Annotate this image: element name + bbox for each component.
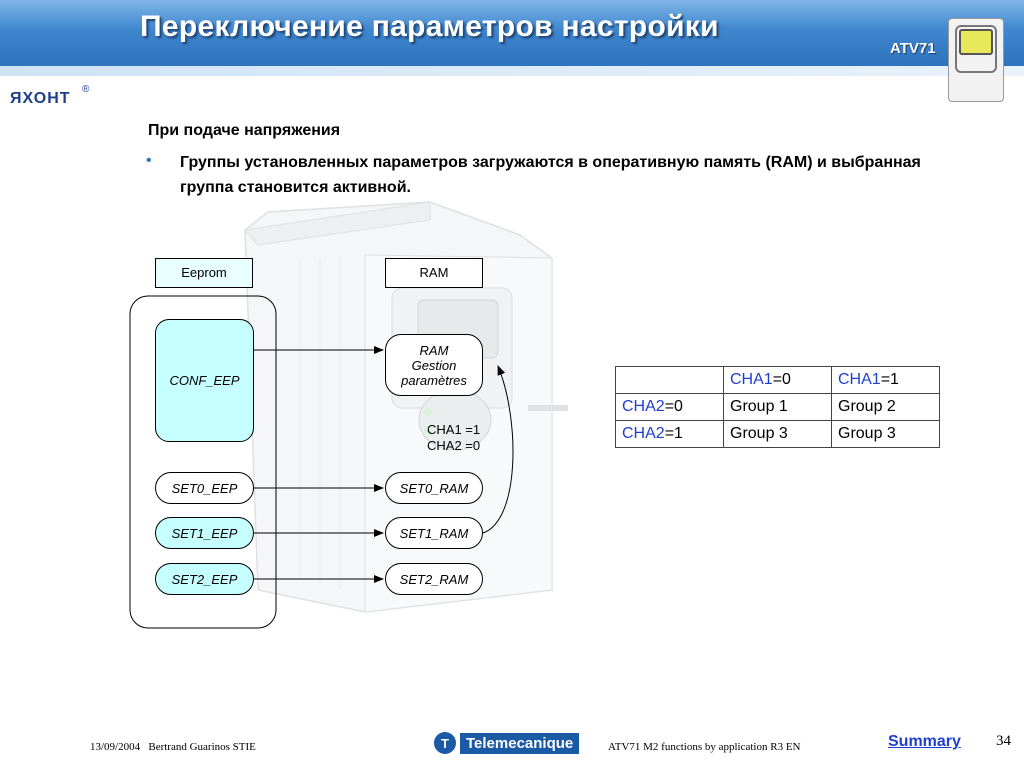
page-number: 34 [996,733,1011,749]
cha-note-line: CHA1 =1 [427,422,481,437]
table-header-cell: CHA1=0 [723,366,832,394]
eeprom-container [129,295,277,629]
table-cell: Group 2 [831,393,940,421]
cha2-var: CHA2 [622,398,665,415]
telemecanique-name: Telemecanique [460,732,580,754]
eeprom-label-box: Eeprom [155,258,253,288]
set1-ram-label: SET1_RAM [399,525,469,541]
bullet-text: Группы установленных параметров загружаю… [180,154,921,196]
set2-ram-box: SET2_RAM [385,563,483,595]
cha1-val: =1 [880,371,899,388]
cha-note-line: CHA2 =0 [427,438,481,453]
section-heading: При подаче напряжения [148,122,341,139]
drive-bezel [955,25,997,73]
eeprom-label: Eeprom [181,265,227,280]
table-cell: Group 3 [723,420,832,448]
title-banner: Переключение параметров настройки [0,0,1024,66]
conf-eep-label: CONF_EEP [169,373,240,388]
set0-eep-box: SET0_EEP [155,472,254,504]
set1-eep-label: SET1_EEP [171,525,238,541]
cha1-var: CHA1 [730,371,773,388]
table-cell: Group 3 [831,420,940,448]
set0-eep-label: SET0_EEP [171,480,238,496]
bullet-icon: • [146,152,152,169]
cha-note: CHA1 =1 CHA2 =0 [427,422,480,454]
group-table: CHA1=0 CHA1=1 CHA2=0 Group 1 Group 2 CHA… [615,366,940,448]
model-label: ATV71 [890,40,936,57]
telemecanique-logo: T Telemecanique [434,731,580,755]
drive-thumbnail-icon [948,18,1004,102]
ram-gestion-box: RAM Gestion paramètres [385,334,483,396]
set0-ram-box: SET0_RAM [385,472,483,504]
page-title: Переключение параметров настройки [140,10,719,43]
cha1-var: CHA1 [838,371,881,388]
banner-stripe [0,66,1024,76]
table-header-row: CHA1=0 CHA1=1 [615,366,940,394]
company-logo: ЯХОНТ [10,90,71,107]
set2-eep-label: SET2_EEP [171,571,238,587]
ram-label: RAM [419,265,449,280]
ram-label-box: RAM [385,258,483,288]
cha1-val: =0 [772,371,791,388]
cha2-val: =1 [664,425,683,442]
ram-gestion-line: RAM [419,343,449,358]
set1-eep-box: SET1_EEP [155,517,254,549]
table-header-cell: CHA1=1 [831,366,940,394]
set0-ram-label: SET0_RAM [399,480,469,496]
ram-gestion-line: Gestion [411,358,457,373]
cha2-val: =0 [664,398,683,415]
conf-eep-box: CONF_EEP [155,319,254,442]
arrow-set1-to-gestion [482,365,514,534]
table-row-header: CHA2=1 [615,420,724,448]
set1-ram-box: SET1_RAM [385,517,483,549]
cha2-var: CHA2 [622,425,665,442]
registered-mark: ® [82,84,90,95]
ram-gestion-line: paramètres [401,373,467,388]
table-corner-cell [615,366,724,394]
footer-doc-title: ATV71 M2 functions by application R3 EN [608,741,801,753]
set2-eep-box: SET2_EEP [155,563,254,595]
drive-screen [959,29,993,55]
table-row: CHA2=1 Group 3 Group 3 [615,420,940,448]
table-cell: Group 1 [723,393,832,421]
table-row-header: CHA2=0 [615,393,724,421]
summary-link[interactable]: Summary [888,733,961,750]
table-row: CHA2=0 Group 1 Group 2 [615,393,940,421]
telemecanique-mark-icon: T [434,732,456,754]
footer-date-author: 13/09/2004 Bertrand Guarinos STIE [90,741,256,753]
set2-ram-label: SET2_RAM [399,571,469,587]
